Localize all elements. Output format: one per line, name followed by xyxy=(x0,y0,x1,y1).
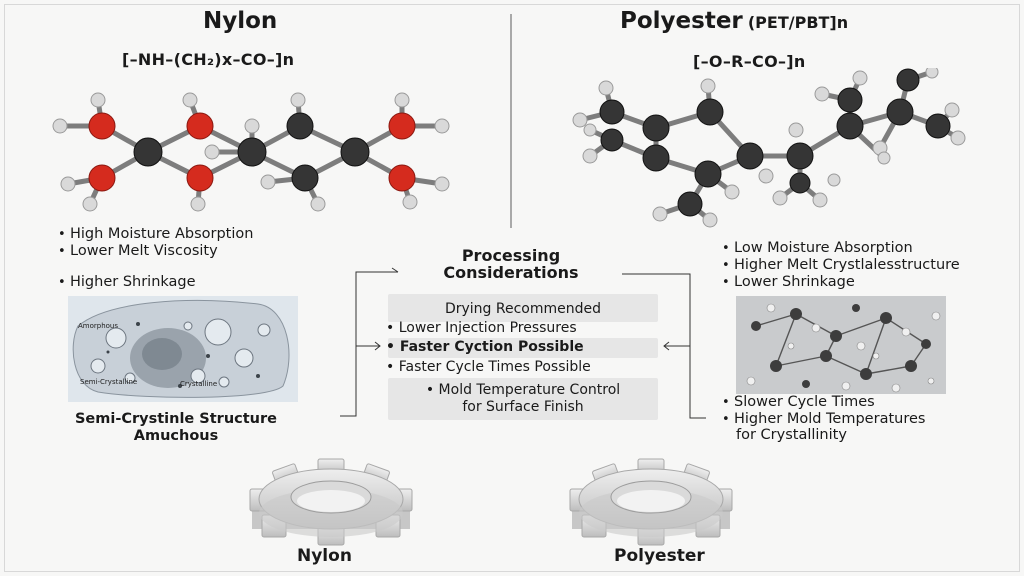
polyester-title-suffix: (PET/PBT]n xyxy=(747,13,849,32)
polyester-micrograph xyxy=(736,296,946,394)
nylon-shrinkage-list: Higher Shrinkage xyxy=(58,274,196,291)
polyester-title: Polyester xyxy=(620,8,743,34)
processing-item-1: • Lower Injection Pressures xyxy=(386,320,577,336)
polyester-gear-label: Polyester xyxy=(614,546,705,566)
polyester-property-moisture: Low Moisture Absorption xyxy=(722,240,960,257)
polyester-properties-list: Low Moisture Absorption Higher Melt Crys… xyxy=(722,240,960,291)
micro-label-amorphous: Amorphous xyxy=(78,322,119,330)
nylon-structure-caption: Semi-Crystinle Structure Amuchous xyxy=(58,411,294,445)
micro-label-semicrystalline: Semi-Crystalline xyxy=(80,378,138,386)
processing-title: Processing Considerations xyxy=(398,247,624,281)
nylon-structure-caption-line1: Semi-Crystinle Structure xyxy=(74,411,277,427)
polyester-property-mold-cont: for Crystallinity xyxy=(736,427,847,443)
polyester-property-crystal: Higher Melt Crystlalesstructure xyxy=(722,257,960,274)
polyester-bottom-list: Slower Cycle Times Higher Mold Temperatu… xyxy=(722,394,925,428)
nylon-formula: [–NH–(CH₂)x–CO–]n xyxy=(122,50,295,69)
mold-temperature-box xyxy=(388,378,658,420)
nylon-properties-list: High Moisture Absorption Lower Melt Visc… xyxy=(58,226,253,260)
drying-recommended-box: Drying Recommended xyxy=(388,294,658,322)
bullet-dot: • xyxy=(386,320,399,336)
nylon-gear xyxy=(249,458,413,546)
polyester-molecule xyxy=(572,68,966,228)
micro-label-crystalline: Crystalline xyxy=(180,380,218,388)
page-frame xyxy=(4,4,1020,572)
nylon-property-viscosity: Lower Melt Viscosity xyxy=(58,243,253,260)
nylon-gear-label: Nylon xyxy=(297,546,352,566)
processing-item-3-text: Faster Cycle Times Possible xyxy=(398,359,591,375)
processing-item-4-text: Mold Temperature Control xyxy=(438,382,621,398)
nylon-property-moisture: High Moisture Absorption xyxy=(58,226,253,243)
nylon-property-shrinkage: Higher Shrinkage xyxy=(58,274,196,291)
nylon-structure-caption-line2: Amuchous xyxy=(133,428,219,444)
nylon-micrograph: Amorphous Semi-Crystalline Crystalline xyxy=(68,296,298,402)
processing-item-4-line1: • Mold Temperature Control xyxy=(425,382,621,398)
polyester-formula: [–O–R–CO–]n xyxy=(693,52,806,71)
nylon-title: Nylon xyxy=(203,8,278,34)
processing-item-4: • Mold Temperature Control for Surface F… xyxy=(388,382,658,416)
processing-title-line2: Considerations xyxy=(443,263,579,282)
section-divider xyxy=(510,14,512,228)
nylon-molecule xyxy=(52,92,450,212)
bullet-dot: • xyxy=(386,359,399,375)
processing-item-3: • Faster Cycle Times Possible xyxy=(386,359,591,375)
polyester-property-mold: Higher Mold Temperatures xyxy=(722,411,925,428)
processing-item-2: • Faster Cyction Possible xyxy=(386,339,584,355)
polyester-property-cycle: Slower Cycle Times xyxy=(722,394,925,411)
processing-item-2-text: Faster Cyction Possible xyxy=(399,339,584,355)
processing-item-1-text: Lower Injection Pressures xyxy=(398,320,577,336)
polyester-property-shrinkage: Lower Shrinkage xyxy=(722,274,960,291)
polyester-title-row: Polyester (PET/PBT]n xyxy=(620,8,848,34)
bullet-dot: • xyxy=(386,339,400,355)
processing-item-4-line2: for Surface Finish xyxy=(462,399,584,415)
polyester-gear xyxy=(569,458,733,546)
processing-title-line1: Processing xyxy=(461,246,561,265)
faster-cyction-box xyxy=(388,338,658,358)
